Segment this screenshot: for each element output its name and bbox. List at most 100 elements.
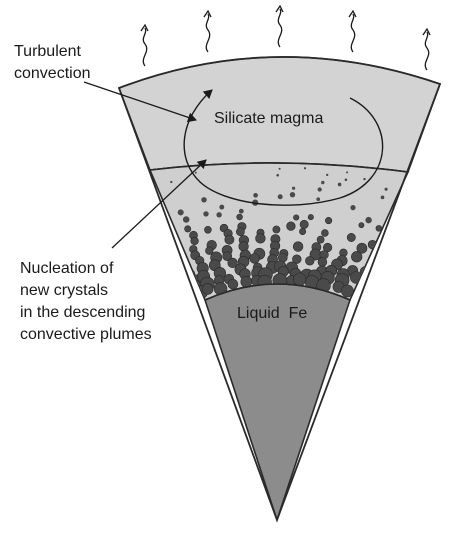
crystal-particle: [201, 197, 207, 203]
crystal-particle: [363, 177, 366, 181]
crystal-particle: [303, 167, 307, 170]
turbulent-convection-label-line2: convection: [14, 65, 91, 82]
crystal-particle: [236, 227, 245, 237]
crystal-particle: [216, 212, 222, 218]
crystal-particle: [346, 171, 349, 174]
crystal-particle: [341, 284, 354, 298]
crystal-particle: [317, 257, 328, 267]
crystal-particle: [253, 192, 258, 198]
crystal-particle: [139, 209, 144, 214]
heat-wave-icon: [275, 4, 284, 48]
crystal-particle: [227, 278, 239, 290]
crystal-particle: [144, 227, 149, 232]
nucleation-label-line4: convective plumes: [20, 326, 152, 343]
silicate-magma-label: Silicate magma: [214, 110, 323, 127]
heat-wave-icon: [140, 23, 149, 67]
crystal-particle: [321, 180, 325, 185]
crystal-particle: [278, 167, 281, 170]
heat-wave-icon: [203, 9, 212, 53]
crystal-particle: [249, 253, 260, 264]
crystal-particle: [380, 195, 385, 200]
crystal-particle: [292, 272, 307, 286]
crystal-particle: [272, 225, 281, 234]
crystal-particle: [203, 211, 209, 217]
liquid-fe-label: Liquid Fe: [237, 305, 307, 322]
crystal-particle: [156, 199, 160, 204]
crystal-particle: [219, 204, 225, 210]
magma-crystal-boundary: [149, 162, 409, 173]
nucleation-label-line2: new crystals: [20, 282, 108, 299]
crystal-particle: [176, 285, 190, 298]
nucleation-label-line3: in the descending: [20, 304, 145, 321]
crystal-particle: [373, 272, 388, 286]
heat-wave-icon: [348, 9, 357, 53]
crystal-particle: [201, 283, 214, 295]
crystal-particle: [350, 204, 356, 211]
crystal-particle: [344, 178, 348, 182]
crystal-particle: [316, 197, 321, 202]
crystal-particle: [168, 273, 180, 285]
heat-wave-icons: [140, 4, 431, 71]
pointer-arrow-icon: [83, 81, 197, 123]
crystal-particle: [289, 192, 296, 198]
crystal-particle: [177, 209, 184, 216]
crystal-particle: [384, 187, 388, 191]
crystal-particle: [160, 253, 171, 264]
crystal-particle: [385, 238, 393, 246]
crystal-particle: [150, 233, 154, 243]
crystal-particle: [351, 251, 363, 263]
crystal-particle: [379, 243, 390, 254]
crystal-particle: [286, 221, 296, 231]
crystal-particle: [316, 235, 325, 244]
crystal-particle: [321, 229, 329, 237]
turbulent-convection-label-line1: Turbulent: [14, 43, 82, 60]
crystal-particle: [236, 213, 243, 221]
crystal-particle: [170, 180, 173, 184]
crystal-particle: [307, 214, 314, 221]
crystal-particle: [292, 241, 304, 252]
crystal-particle: [131, 178, 133, 180]
crystal-particle: [356, 242, 368, 254]
crystal-particle: [292, 254, 302, 264]
crystal-particle: [184, 225, 192, 233]
crystal-particle: [358, 222, 365, 229]
crystal-particle: [159, 214, 166, 221]
crystal-particle: [177, 276, 188, 287]
wedge-outline: [117, 56, 442, 523]
crystal-particle: [255, 233, 266, 244]
crystal-particle: [227, 257, 238, 269]
crystal-particle: [182, 216, 190, 223]
crystal-particle: [150, 185, 152, 188]
crystal-particle: [346, 233, 356, 242]
crystal-particle: [325, 217, 333, 225]
convection-arrow-icon: [183, 89, 384, 206]
crystal-particle: [375, 225, 383, 232]
crystal-particle: [276, 173, 279, 177]
crystal-particle: [194, 171, 197, 174]
heat-wave-icon: [422, 27, 431, 71]
crystal-particle: [293, 214, 300, 221]
crystal-particle: [305, 256, 315, 266]
crystal-particle: [204, 226, 212, 234]
pointer-arrow-icon: [111, 159, 207, 249]
crystal-particle: [299, 228, 307, 235]
crystal-particle: [292, 186, 296, 190]
crystal-particle: [238, 241, 249, 252]
crystal-particle: [299, 219, 309, 229]
crystal-particle: [179, 292, 193, 300]
crystal-particle: [222, 251, 233, 262]
crystal-core-boundary: [204, 283, 351, 301]
crystal-particle: [337, 182, 342, 187]
crystal-particle: [317, 187, 322, 192]
crystal-particle: [205, 246, 214, 255]
crystal-particle: [224, 234, 235, 245]
crystal-particle: [325, 173, 329, 177]
crystal-particle: [407, 185, 408, 188]
crystal-particle: [190, 236, 199, 246]
crystal-particle: [365, 216, 372, 224]
crystal-particle: [396, 223, 402, 228]
crystal-particle: [277, 194, 283, 200]
nucleation-label-line1: Nucleation of: [20, 260, 114, 277]
crystal-particle: [238, 208, 244, 214]
